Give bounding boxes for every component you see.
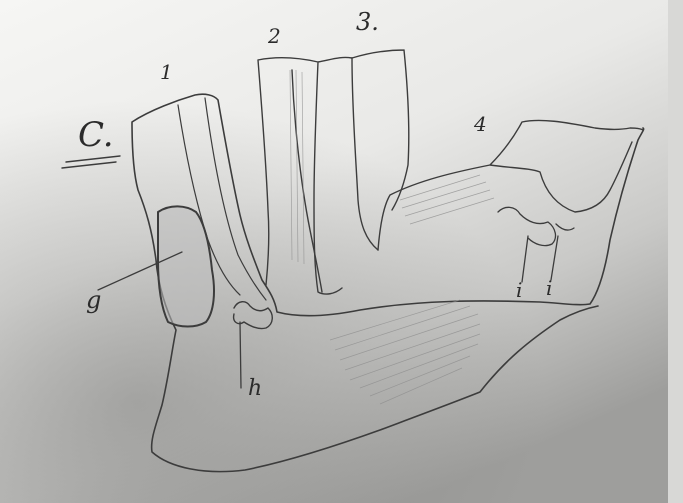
annotation-label-h: h: [248, 378, 262, 400]
part-label-4: 4: [474, 114, 487, 134]
annotation-label-g: g: [86, 288, 101, 312]
part-label-1: 1: [160, 62, 173, 82]
panel-label-c: C.: [78, 118, 114, 152]
paper-right-edge: [668, 0, 683, 503]
part-label-2: 2: [268, 26, 281, 46]
annotation-label-i-left: i: [516, 280, 522, 300]
annotation-label-i-right: i: [546, 278, 552, 298]
part-label-3: 3.: [356, 10, 379, 34]
